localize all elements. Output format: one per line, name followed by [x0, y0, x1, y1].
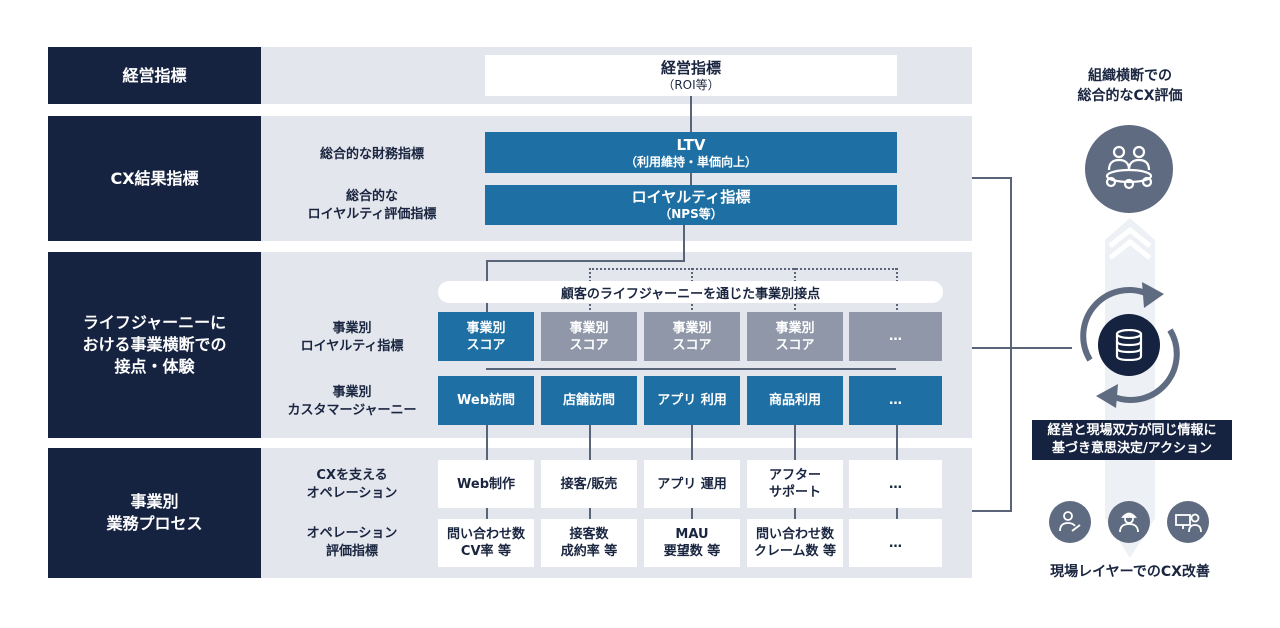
bracket-top — [972, 177, 1012, 179]
bracket-middle — [972, 347, 1072, 349]
ops-box-1: Web制作 — [438, 460, 534, 508]
label-ops: CXを支える オペレーション — [306, 468, 398, 501]
ltv-sub: （利用維持・単価向上） — [624, 154, 757, 169]
connector-loyalty-down — [683, 224, 685, 262]
label-biz-journey: 事業別 カスタマージャーニー — [287, 385, 417, 418]
connector-top-ltv — [690, 96, 692, 132]
metric-box-2: 接客数 成約率 等 — [541, 519, 637, 567]
journey-box-4: 商品利用 — [747, 376, 843, 425]
worker-icon — [1108, 501, 1150, 543]
loyalty-title: ロイヤルティ指標 — [631, 188, 751, 206]
management-box: 経営指標 （ROI等） — [485, 55, 897, 96]
label-financial: 総合的な財務指標 — [319, 147, 424, 162]
person-writing-icon — [1049, 501, 1091, 543]
group-meeting-icon — [1085, 125, 1173, 213]
ops-box-3: アプリ 運用 — [644, 460, 740, 508]
score-box-4: 事業別 スコア — [747, 312, 843, 361]
loyalty-box: ロイヤルティ指標 （NPS等） — [485, 185, 897, 225]
right-bottom-label: 現場レイヤーでのCX改善 — [1050, 564, 1210, 580]
ops-box-2: 接客/販売 — [541, 460, 637, 508]
row-header-process: 事業別 業務プロセス — [48, 448, 261, 578]
row-header-management: 経営指標 — [48, 47, 261, 104]
score-box-3: 事業別 スコア — [644, 312, 740, 361]
management-title: 経営指標 — [660, 58, 721, 77]
journey-box-2: 店舗訪問 — [541, 376, 637, 425]
right-top-label: 組織横断での 総合的なCX評価 — [1077, 68, 1183, 104]
label-biz-loyalty: 事業別 ロイヤルティ指標 — [300, 321, 404, 354]
row-header-cx-result: CX結果指標 — [48, 116, 261, 241]
ops-box-4: アフター サポート — [747, 460, 843, 508]
score-box-5: … — [849, 312, 942, 361]
score-box-1: 事業別 スコア — [438, 312, 534, 361]
bracket-bottom — [972, 510, 1012, 512]
metric-box-4: 問い合わせ数 クレーム数 等 — [747, 519, 843, 567]
journey-box-3: アプリ 利用 — [644, 376, 740, 425]
label-ops-metric: オペレーション 評価指標 — [306, 526, 398, 559]
metric-box-1: 問い合わせ数 CV率 等 — [438, 519, 534, 567]
ltv-title: LTV — [676, 135, 706, 154]
metric-box-3: MAU 要望数 等 — [644, 519, 740, 567]
score-box-2: 事業別 スコア — [541, 312, 637, 361]
loyalty-sub: （NPS等） — [659, 207, 723, 221]
touchpoint-pill: 顧客のライフジャーニーを通じた事業別接点 — [438, 281, 943, 303]
cycle-arrows-icon — [1080, 282, 1180, 408]
dotted-branch — [589, 268, 897, 270]
connector-ltv-loyalty — [690, 173, 692, 185]
metric-box-5: … — [849, 519, 942, 567]
journey-box-5: … — [849, 376, 942, 425]
row-header-journey: ライフジャーニーに おける事業横断での 接点・体験 — [48, 252, 261, 438]
database-icon — [1098, 314, 1160, 376]
management-sub: （ROI等） — [662, 77, 720, 92]
chevron-column-icon — [1105, 218, 1155, 558]
ltv-box: LTV （利用維持・単価向上） — [485, 132, 897, 173]
ops-box-5: … — [849, 460, 942, 508]
connector-loyalty-branch — [486, 260, 685, 262]
connector-score-journey — [486, 368, 896, 370]
label-loyalty: 総合的な ロイヤルティ評価指標 — [307, 189, 437, 222]
decision-banner: 経営と現場双方が同じ情報に 基づき意思決定/アクション — [1032, 420, 1232, 460]
journey-box-1: Web訪問 — [438, 376, 534, 425]
operator-screen-icon — [1167, 501, 1209, 543]
bracket-vertical — [1010, 177, 1012, 511]
